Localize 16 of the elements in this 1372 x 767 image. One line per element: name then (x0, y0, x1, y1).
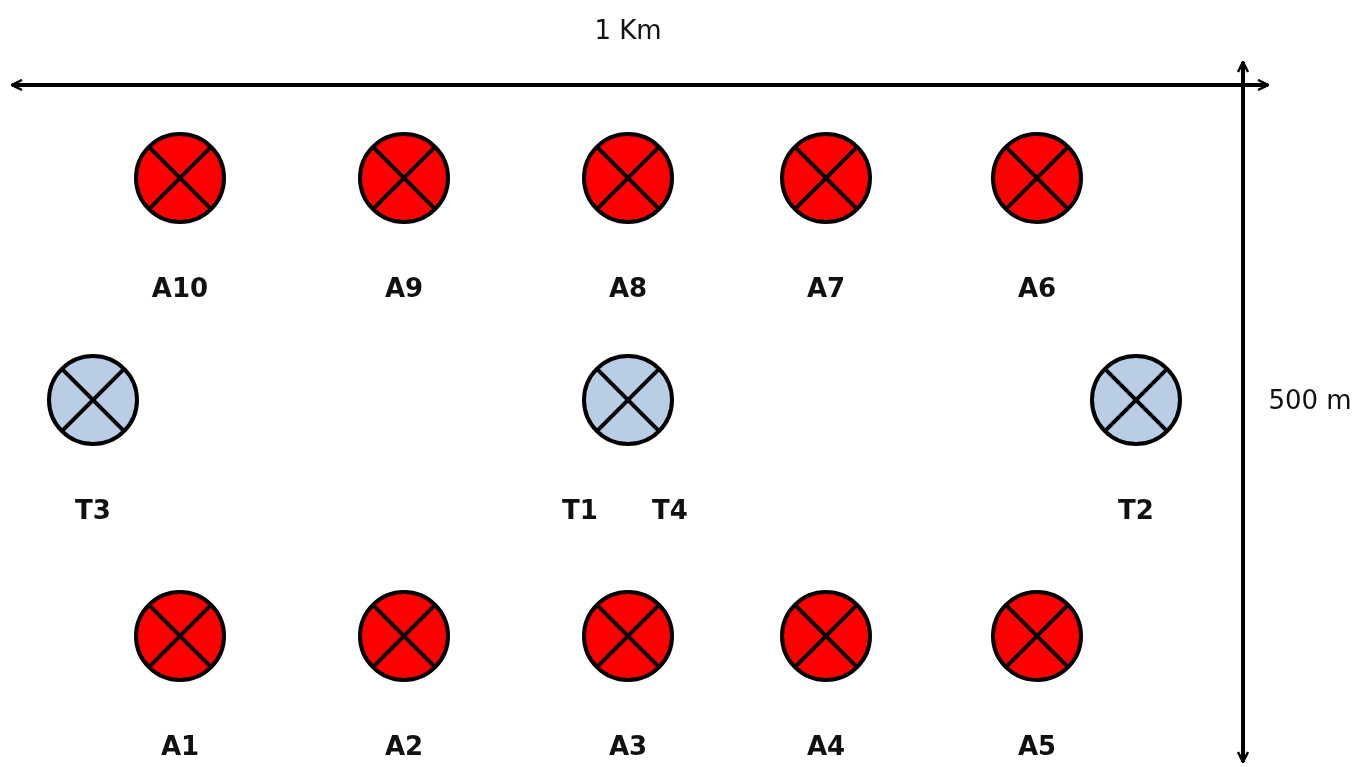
point-label: A7 (806, 273, 846, 303)
point-label: A1 (160, 731, 200, 761)
point-label: A6 (1017, 273, 1057, 303)
point-label: A3 (608, 731, 648, 761)
point-label: A5 (1017, 731, 1057, 761)
point-label: A4 (806, 731, 846, 761)
point-label: A10 (151, 273, 209, 303)
dimension-label: 500 m (1268, 385, 1352, 415)
point-label: T3 (75, 495, 111, 525)
point-label: A2 (384, 731, 424, 761)
point-label: A9 (384, 273, 424, 303)
point-label: T4 (652, 495, 688, 525)
point-label: A8 (608, 273, 648, 303)
point-label: T2 (1118, 495, 1154, 525)
point-label: T1 (562, 495, 598, 525)
dimension-label: 1 Km (594, 15, 662, 45)
